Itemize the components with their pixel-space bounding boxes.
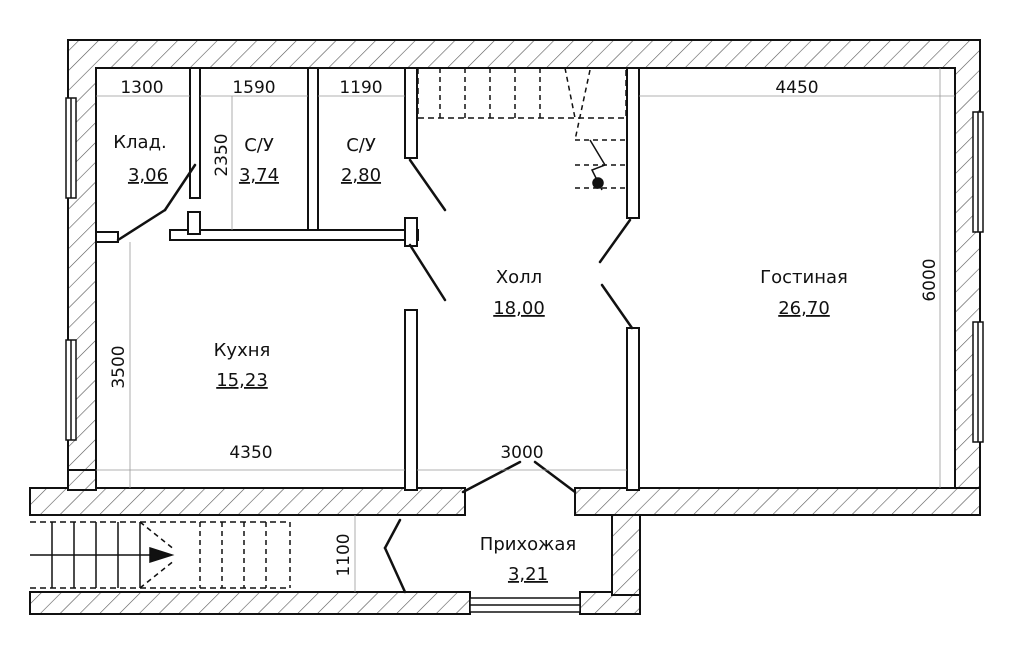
room-name-hall: Холл [496,267,542,288]
hall-stair [417,67,627,191]
room-name-entry: Прихожая [480,534,576,555]
room-name-bath1: С/У [244,135,274,156]
dim-entry-depth: 1100 [334,533,354,576]
room-area-bath1: 3,74 [239,165,279,186]
dim-bath2-width: 1190 [339,78,382,98]
room-area-bath2: 2,80 [341,165,381,186]
dim-hall-width: 3000 [500,443,543,463]
room-area-pantry: 3,06 [128,165,168,186]
windows [65,97,984,613]
dim-living-depth: 6000 [920,258,940,301]
dimension-lines [96,68,955,592]
room-area-entry: 3,21 [508,564,548,585]
dim-kitchen-depth: 3500 [109,345,129,388]
entry-stair [30,521,291,589]
exterior-walls [29,39,981,615]
dim-living-width: 4450 [775,78,818,98]
dim-rooms-depth: 2350 [212,133,232,176]
room-name-living: Гостиная [760,267,848,288]
room-name-bath2: С/У [346,135,376,156]
interior-walls [95,67,640,491]
dim-bath1-width: 1590 [232,78,275,98]
room-area-kitchen: 15,23 [216,370,268,391]
doors [116,158,634,594]
room-area-living: 26,70 [778,298,830,319]
dim-pantry-width: 1300 [120,78,163,98]
room-name-kitchen: Кухня [214,340,271,361]
room-area-hall: 18,00 [493,298,545,319]
room-name-pantry: Клад. [113,132,166,153]
dim-kitchen-width: 4350 [229,443,272,463]
